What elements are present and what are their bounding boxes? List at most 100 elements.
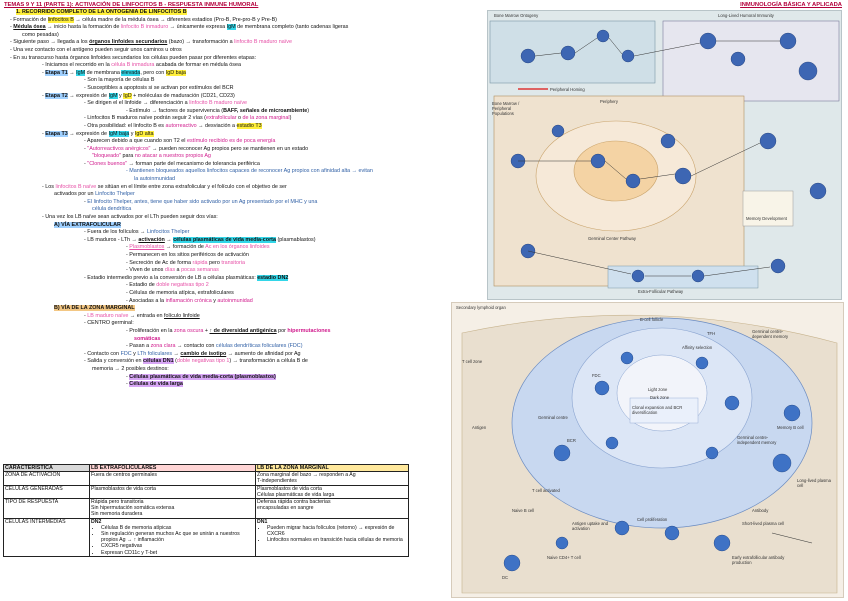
extrafollicular-box (607, 265, 759, 289)
note-text: → pueden reconocer Ag propios pero se ma… (150, 145, 309, 152)
note-line: - Proliferación en la zona oscura + ↑ de… (4, 328, 484, 336)
note-text: Linfocitos Thelper (146, 229, 190, 236)
note-text: de la zona marginal (242, 115, 290, 122)
naive-b-cell-fig2 (553, 444, 571, 462)
note-text: LTh foliculares (137, 350, 173, 357)
fig2-label-long-lived: Long-lived plasma cell (797, 478, 831, 488)
note-text: autorreactivo (165, 122, 197, 129)
note-text: para (121, 153, 135, 160)
note-line: - Pasan a zona clara → contacto con célu… (4, 343, 484, 351)
note-line: - LB maduro naïve → entrada en folículo … (4, 313, 484, 321)
fig2-label-follicle: B-cell follicle (640, 317, 664, 322)
fdc-cell (594, 380, 610, 396)
note-text: → únicamente expresa (168, 24, 227, 31)
note-text: y (211, 297, 218, 304)
fig1-label-periphery: Periphery (600, 99, 618, 104)
note-text: IgD (123, 92, 132, 99)
note-line: activados por un Linfocito Thelper (4, 191, 484, 199)
short-lived-plasma (770, 258, 786, 274)
cell-list-item: Pueden migrar hacia folículos (retorno) … (267, 525, 407, 537)
note-text: → contacto con (175, 343, 216, 350)
note-text: Células plasmáticas de vida media-corta … (129, 373, 276, 380)
note-text: BAFF, señales de microambiente (223, 107, 308, 114)
note-text: IgM (226, 24, 236, 31)
fig2-label-gc: Germinal centre (538, 415, 568, 420)
note-line: - Plasmoblastos → formación de Ac en los… (4, 244, 484, 252)
cell-line: Plasmoblastos de vida corta (257, 485, 322, 492)
dendritic-cell-fig2 (503, 554, 521, 572)
note-text: zona clara (150, 343, 176, 350)
note-text: extrafolicular (205, 115, 237, 122)
cell-list-item: Células B de memoria atípicas (101, 525, 254, 531)
note-text: - Aparecen debido a que cuando son T2 el (84, 138, 187, 145)
note-text: - Mantienen bloqueados aquellos linfocit… (126, 168, 373, 175)
course-title: INMUNOLOGÍA BÁSICA Y APLICADA (740, 2, 842, 8)
memory-development-box (742, 190, 794, 227)
note-line: memoria → 2 posibles destinos: (4, 366, 484, 374)
cell-line: Zona marginal del bazo → responden a Ag (257, 472, 356, 479)
fig2-label-gc-indep: Germinal centre-independent memory (737, 435, 777, 445)
note-text: a (175, 267, 182, 274)
note-text: - (84, 312, 88, 319)
note-text: Células de vida larga (129, 381, 183, 388)
note-text: + moléculas de maduración (CD21, CD23) (131, 92, 235, 99)
note-text: - Estímulo → factores de supervivencia ( (126, 107, 224, 114)
cell-line: Sin hipermutación somática extensa (91, 505, 175, 512)
note-line: - LB maduros - LTh → activación → célula… (4, 236, 484, 245)
fig2-label-antibody: Antibody (752, 508, 769, 513)
note-text: IgM baja (108, 130, 130, 137)
germinal-center-core (573, 140, 659, 202)
note-line: B) VÍA DE LA ZONA MARGINAL (4, 305, 484, 313)
t-cell-fig2 (555, 536, 569, 550)
pro-b-cell (520, 48, 536, 64)
cell-line: encapsuladas en sangre (257, 505, 314, 512)
note-line: - Aparecen debido a que cuando son T2 el… (4, 138, 484, 146)
cell-heading: DN1 (257, 518, 268, 525)
note-line: - Estadio de doble negativas tipo 2 (4, 282, 484, 290)
note-line: - En su transcurso hasta órganos linfoid… (4, 55, 484, 63)
note-text: LB maduro naïve (87, 312, 129, 319)
note-text: - Estadio de (126, 282, 157, 289)
note-line: - Etapa T1 → IgM de membrana elevada, pe… (4, 69, 484, 78)
note-text: - (42, 130, 46, 137)
germinal-center-figure: Secondary lymphoid organ B-cell follicle… (451, 302, 844, 598)
table-header-marginal: LB DE LA ZONA MARGINAL (255, 463, 409, 473)
note-text: zona oscura (173, 327, 204, 334)
gc-cell-4 (605, 436, 619, 450)
note-text: IgD baja (165, 69, 186, 76)
note-text: - (126, 244, 130, 251)
note-text: - Son la mayoría de células B (84, 77, 155, 84)
note-text: - Estadio intermedio previo a la convers… (84, 274, 258, 281)
fig2-label-light: Light zone (648, 387, 668, 392)
note-text: doble negativas tipo 1 (176, 358, 230, 365)
fig2-label-prolif: Cell proliferation (637, 517, 668, 522)
note-line: célula dendrítica (4, 206, 484, 214)
note-text: Etapa T2 (45, 92, 68, 99)
fig1-label-gc-pathway: Germinal Center Pathway (588, 236, 636, 241)
note-text: (plasmablastos) (275, 236, 316, 243)
note-text: Médula ósea (13, 24, 46, 31)
note-text: - (84, 160, 88, 167)
note-text: y (131, 350, 138, 357)
cell-extrafollicular: Fuera de centros germinales (89, 471, 256, 486)
dark-zone-box (629, 397, 699, 424)
note-text: transitoria (221, 259, 245, 266)
note-text: IgM (76, 69, 86, 76)
note-text: - CENTRO germinal: (84, 320, 134, 327)
fig2-label-bcr: BCR (567, 438, 576, 443)
note-text: ) (307, 107, 310, 114)
immature-b-cell (596, 29, 610, 43)
gc-cell-3 (724, 395, 740, 411)
note-text: ↑ de diversidad antigénica (209, 327, 277, 334)
long-lived-panel (662, 20, 840, 102)
fig1-label-memory: Memory Development (746, 216, 787, 221)
fig1-label-long-lived: Long-Lived Humoral Immunity (718, 13, 774, 18)
cell-list: Células B de memoria atípicasSin regulac… (91, 525, 254, 556)
note-text: rápida (192, 259, 208, 266)
fig2-label-affinity: Affinity selection (682, 345, 713, 350)
proliferating-b-fig2 (664, 525, 680, 541)
